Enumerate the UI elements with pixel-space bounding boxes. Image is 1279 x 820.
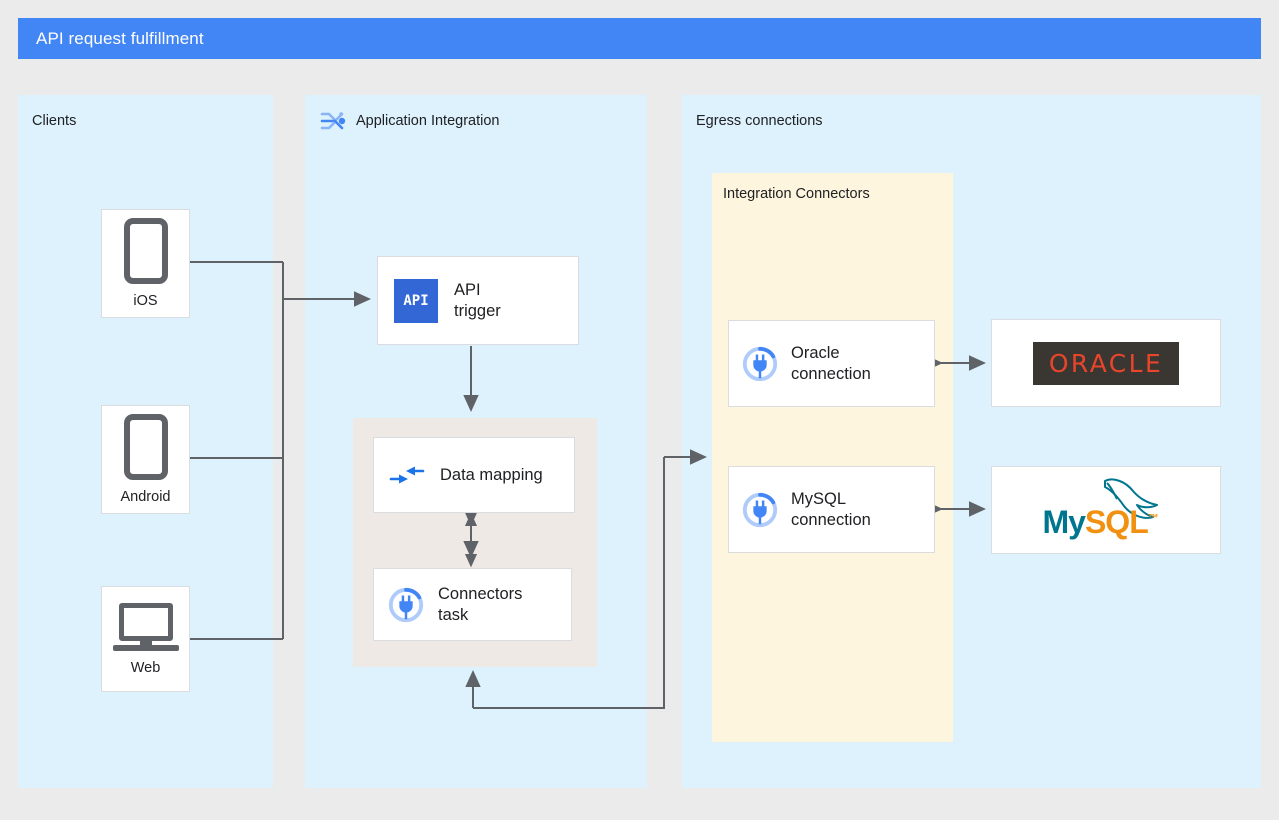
panel-integration-connectors-label: Integration Connectors (723, 186, 870, 202)
connector-plug-icon (374, 586, 438, 624)
mobile-phone-icon (123, 218, 168, 284)
connection-card-oracle[interactable]: Oracle connection (728, 320, 935, 407)
api-icon: API (378, 278, 454, 323)
mysql-logo-my: My (1042, 504, 1086, 540)
connectors-task-line1: Connectors (438, 584, 523, 603)
oracle-connection-line1: Oracle (791, 343, 840, 362)
mysql-logo-text: MySQL™ (1042, 504, 1159, 541)
application-integration-icon (318, 106, 348, 136)
mysql-dolphin-icon (1103, 478, 1158, 519)
task-card-data-mapping[interactable]: Data mapping (373, 437, 575, 513)
mysql-logo-tm: ™ (1147, 512, 1159, 525)
client-card-ios[interactable]: iOS (101, 209, 190, 318)
diagram-title-bar: API request fulfillment (18, 18, 1261, 59)
api-trigger-line1: API (454, 280, 481, 299)
page-title: API request fulfillment (36, 28, 204, 48)
task-card-data-mapping-label: Data mapping (440, 465, 543, 484)
task-card-api-trigger-label: API trigger (454, 280, 501, 322)
laptop-icon (112, 602, 179, 651)
client-card-web[interactable]: Web (101, 586, 190, 692)
panel-integration-connectors (712, 173, 953, 742)
mobile-phone-icon (123, 414, 168, 480)
connection-card-mysql[interactable]: MySQL connection (728, 466, 935, 553)
oracle-logo: ORACLE (1032, 341, 1180, 385)
api-trigger-line2: trigger (454, 301, 501, 320)
connection-card-mysql-label: MySQL connection (791, 489, 871, 531)
connectors-task-line2: task (438, 605, 469, 624)
task-card-connectors-task[interactable]: Connectors task (373, 568, 572, 641)
panel-egress-label: Egress connections (696, 113, 823, 129)
api-icon-badge: API (394, 278, 438, 323)
panel-application-integration-label: Application Integration (356, 113, 500, 129)
panel-clients-label: Clients (32, 113, 77, 129)
connection-card-oracle-label: Oracle connection (791, 343, 871, 385)
backend-card-oracle[interactable]: ORACLE (991, 319, 1221, 407)
task-card-connectors-task-label: Connectors task (438, 584, 522, 626)
oracle-connection-line2: connection (791, 364, 871, 383)
backend-card-mysql[interactable]: MySQL™ (991, 466, 1221, 554)
data-mapping-arrows-icon (374, 463, 440, 487)
mysql-connection-line1: MySQL (791, 489, 847, 508)
client-card-web-label: Web (130, 659, 161, 676)
connector-plug-icon (729, 491, 791, 529)
client-card-android-label: Android (120, 489, 171, 505)
client-card-ios-label: iOS (133, 293, 158, 309)
oracle-logo-text: ORACLE (1048, 348, 1164, 378)
mysql-logo: MySQL™ (1039, 475, 1174, 545)
task-card-api-trigger[interactable]: API API trigger (377, 256, 579, 345)
mysql-logo-sql: SQL (1084, 504, 1149, 540)
client-card-android[interactable]: Android (101, 405, 190, 514)
mysql-connection-line2: connection (791, 510, 871, 529)
connector-plug-icon (729, 345, 791, 383)
